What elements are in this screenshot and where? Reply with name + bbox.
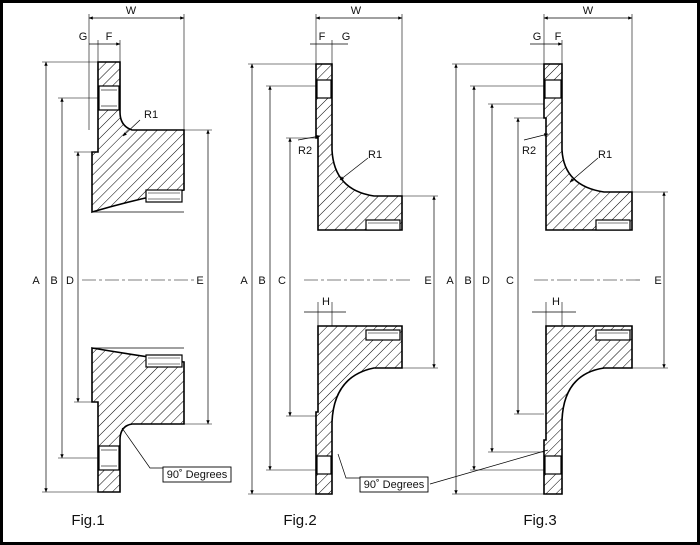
fig2-label-c: C [278,275,286,287]
fig1-note-box [162,466,232,483]
fig2-thread-hole-bottom [365,329,401,341]
fig2-label-r2: R2 [298,145,312,157]
fig1-bolt-hole-top [98,85,120,111]
fig2-upper-section [315,63,403,231]
fig1-note: 90˚ Degrees [167,469,228,481]
fig2-note-box [359,476,429,493]
fig2-caption: Fig.2 [283,512,316,529]
fig3-lower-section [543,325,633,495]
fig1-caption: Fig.1 [71,512,104,529]
fig3-label-r1: R1 [598,149,612,161]
fig3-label-w: W [583,5,594,17]
fig3-bolt-hole-top [544,79,562,99]
fig2-note: 90˚ Degrees [364,479,425,491]
fig2-label-h: H [322,296,330,308]
fig3-label-h: H [552,296,560,308]
fig1-label-d: D [66,275,74,287]
figure-2: W F G R2 R1 A B C E H 90˚ Degrees Fig.2 [240,5,438,529]
fig3-label-b: B [464,275,471,287]
fig3-label-g: G [533,31,542,43]
fig3-label-d: D [482,275,490,287]
fig1-label-r1: R1 [144,109,158,121]
fig1-label-e: E [196,275,203,287]
fig1-label-g: G [79,31,88,43]
fig1-bolt-hole-bottom [98,445,120,471]
fig2-label-f: F [319,31,326,43]
fig3-label-r2: R2 [522,145,536,157]
fig3-thread-hole-top [595,219,631,231]
fig3-upper-section [543,63,633,231]
fig3-thread-hole-bottom [595,329,631,341]
fig2-label-b: B [258,275,265,287]
fig3-label-a: A [446,275,454,287]
fig3-caption: Fig.3 [523,512,556,529]
fig3-bolt-hole-bottom [544,455,562,475]
fig2-label-e: E [424,275,431,287]
fig1-thread-hole-top [145,189,183,203]
fig2-thread-hole-top [365,219,401,231]
fig3-label-f: F [555,31,562,43]
figure-3: W G F R2 R1 A B D C E H Fig.3 [429,5,668,529]
fig1-thread-hole-bottom [145,354,183,368]
fig1-label-w: W [126,5,137,17]
fig2-label-g: G [342,31,351,43]
fig2-label-a: A [240,275,248,287]
fig1-label-f: F [106,31,113,43]
fig2-label-w: W [351,5,362,17]
fig1-label-b: B [50,275,57,287]
fig3-label-e: E [654,275,661,287]
figure-1: W G F R1 A B D E 90˚ Degrees Fig.1 [32,5,232,529]
fig3-label-c: C [506,275,514,287]
fig2-lower-section [315,325,403,495]
fig2-bolt-hole-bottom [316,455,332,475]
fig2-label-r1: R1 [368,149,382,161]
fig1-label-a: A [32,275,40,287]
fig2-bolt-hole-top [316,79,332,99]
